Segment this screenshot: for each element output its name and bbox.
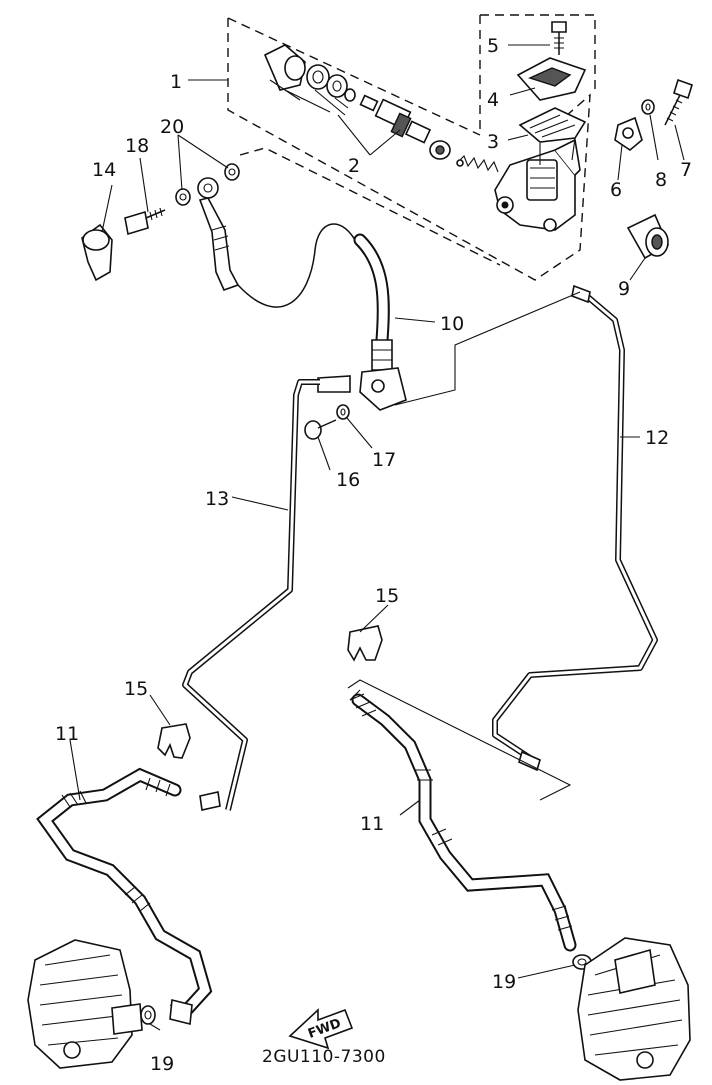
piston-assembly xyxy=(359,94,451,160)
caliper-washer-left xyxy=(140,1005,156,1025)
callout-leaders xyxy=(69,44,685,1031)
callout-11-left: 11 xyxy=(55,723,79,745)
brake-caliper-right xyxy=(577,937,691,1081)
callout-19-right: 19 xyxy=(492,971,516,993)
hose-clip-left xyxy=(157,723,191,759)
brake-hose-left xyxy=(36,767,213,1025)
callout-3: 3 xyxy=(487,131,499,153)
brake-hose-right xyxy=(349,693,577,952)
callout-20: 20 xyxy=(160,116,184,138)
master-cylinder-body xyxy=(494,138,581,232)
callout-4: 4 xyxy=(487,89,499,111)
callout-1: 1 xyxy=(170,71,182,93)
callout-19-left: 19 xyxy=(150,1053,174,1075)
rubber-boot xyxy=(626,213,670,260)
callout-6: 6 xyxy=(610,179,622,201)
callout-8: 8 xyxy=(655,169,667,191)
callout-11-right: 11 xyxy=(360,813,384,835)
master-cylinder-assembly-boundary xyxy=(227,14,596,281)
callout-14: 14 xyxy=(92,159,116,181)
diagram-code: 2GU110-7300 xyxy=(262,1047,386,1067)
piston-kit xyxy=(263,44,356,116)
hose-clip-right xyxy=(347,625,383,662)
holder-bolt xyxy=(664,78,693,126)
reservoir-diaphragm xyxy=(518,107,587,165)
callout-2: 2 xyxy=(348,155,360,177)
forward-direction-arrow: FWD xyxy=(288,1008,354,1050)
cap-screw xyxy=(551,21,567,55)
brake-pipe-left xyxy=(182,379,320,811)
callout-13: 13 xyxy=(205,488,229,510)
callout-17: 17 xyxy=(372,449,396,471)
union-bolt-cap xyxy=(81,223,113,282)
brake-caliper-left xyxy=(27,939,143,1069)
callout-15-right: 15 xyxy=(375,585,399,607)
cylinder-cover xyxy=(614,116,643,151)
union-bolt xyxy=(124,207,166,236)
callout-16: 16 xyxy=(336,469,360,491)
bolt-washer xyxy=(641,99,655,115)
callout-18: 18 xyxy=(125,135,149,157)
callout-9: 9 xyxy=(618,278,630,300)
callout-10: 10 xyxy=(440,313,464,335)
return-spring xyxy=(456,155,499,173)
brake-hose-to-joint xyxy=(353,233,393,371)
callout-7: 7 xyxy=(680,159,692,181)
callout-12: 12 xyxy=(645,427,669,449)
brake-pipe-right xyxy=(492,284,658,772)
reservoir-cap xyxy=(516,57,587,101)
joint-washer xyxy=(336,404,350,420)
callout-labels: 1 2 3 4 5 6 7 8 9 10 11 11 12 13 14 15 1… xyxy=(55,35,692,1075)
callout-15-left: 15 xyxy=(124,678,148,700)
brake-hose-joint xyxy=(317,367,407,411)
banjo-hose-upper xyxy=(197,177,356,308)
copper-washer-upper xyxy=(175,188,191,206)
joint-bolt xyxy=(304,419,337,440)
copper-washer-lower xyxy=(224,163,240,181)
callout-5: 5 xyxy=(487,35,499,57)
